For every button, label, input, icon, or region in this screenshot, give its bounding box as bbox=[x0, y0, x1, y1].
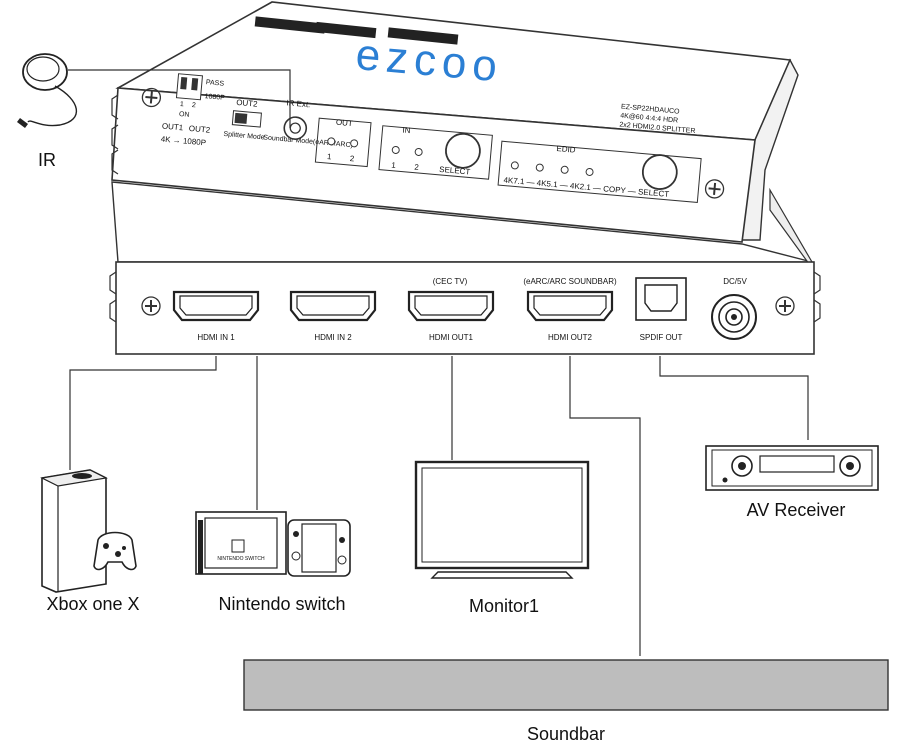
soundbar-icon bbox=[243, 659, 889, 711]
switch-dock-text: NINTENDO SWITCH bbox=[217, 556, 265, 562]
av-receiver-icon bbox=[705, 445, 879, 491]
in-group-1: 1 bbox=[391, 161, 397, 170]
av-receiver-cable bbox=[659, 356, 809, 440]
ir-ext-label: IR Ext. bbox=[286, 98, 311, 109]
screw-icon bbox=[141, 87, 162, 108]
dip-on-label: ON bbox=[179, 111, 190, 119]
hdmi-out-2-top-label: (eARC/ARC SOUNDBAR) bbox=[523, 277, 617, 286]
scale-label: 4K → 1080P bbox=[160, 134, 206, 147]
ir-ext-jack[interactable] bbox=[283, 116, 308, 140]
out-group-2: 2 bbox=[349, 154, 355, 163]
mode-switch[interactable] bbox=[231, 110, 262, 128]
splitter-rear-unit bbox=[109, 181, 821, 355]
out-group-title: OUT bbox=[336, 118, 354, 128]
switch-label: Nintendo switch bbox=[218, 594, 345, 614]
dip-pass-label: PASS bbox=[206, 79, 225, 88]
xbox-controller-icon bbox=[93, 531, 137, 571]
dip-1080p-label: 1080P bbox=[204, 93, 225, 102]
hdmi-out-2-label: HDMI OUT2 bbox=[548, 333, 593, 342]
hdmi-out-1-label: HDMI OUT1 bbox=[429, 333, 474, 342]
out1-label: OUT1 bbox=[162, 122, 185, 133]
nintendo-switch-console-icon bbox=[287, 519, 351, 577]
hdmi-out-1-top-label: (CEC TV) bbox=[433, 277, 468, 286]
xbox-console-icon bbox=[40, 469, 108, 593]
dip-2-label: 2 bbox=[192, 102, 197, 109]
soundbar-label: Soundbar bbox=[527, 724, 605, 744]
hdmi-in-2-label: HDMI IN 2 bbox=[314, 333, 352, 342]
in-group-title: IN bbox=[402, 126, 411, 136]
dip-1-label: 1 bbox=[180, 101, 185, 108]
splitter-mode-label: Splitter Mode bbox=[223, 131, 265, 142]
hdmi-out-1-port[interactable] bbox=[407, 290, 495, 322]
hdmi-in-1-label: HDMI IN 1 bbox=[197, 333, 235, 342]
in-select-label: SELECT bbox=[439, 165, 471, 177]
screw-icon bbox=[704, 179, 725, 199]
input-select-button[interactable] bbox=[445, 132, 482, 169]
in-indicator-group bbox=[378, 125, 493, 180]
xbox-label: Xbox one X bbox=[46, 594, 139, 614]
splitter-top-unit bbox=[111, 1, 799, 243]
edid-group-title: EDID bbox=[556, 144, 576, 155]
edid-indicator-group bbox=[497, 140, 702, 204]
in-group-2: 2 bbox=[414, 163, 420, 172]
spdif-out-label: SPDIF OUT bbox=[640, 333, 683, 342]
soundbar-cable bbox=[569, 356, 641, 656]
monitor-label: Monitor1 bbox=[469, 596, 539, 616]
edid-select-button[interactable] bbox=[641, 154, 678, 191]
mode-out2-label: OUT2 bbox=[236, 98, 259, 109]
dip-switch[interactable] bbox=[175, 73, 204, 101]
hdmi-in-2-port[interactable] bbox=[289, 290, 377, 322]
screw-icon bbox=[775, 296, 795, 316]
connection-cables bbox=[68, 69, 809, 656]
ir-label: IR bbox=[38, 150, 56, 170]
out-group-1: 1 bbox=[327, 152, 333, 161]
monitor-icon bbox=[414, 460, 590, 579]
dc-5v-label: DC/5V bbox=[723, 277, 747, 286]
ir-receiver-icon bbox=[17, 53, 78, 128]
out-indicator-group bbox=[314, 117, 372, 168]
hdmi-in-1-port[interactable] bbox=[172, 290, 260, 322]
nintendo-switch-dock-icon bbox=[195, 511, 287, 575]
dc-power-jack[interactable] bbox=[711, 294, 757, 340]
xbox-cable bbox=[69, 356, 217, 470]
hdmi-out-2-port[interactable] bbox=[526, 290, 614, 322]
av-receiver-label: AV Receiver bbox=[747, 500, 846, 520]
out2-label: OUT2 bbox=[188, 124, 211, 135]
spdif-out-port[interactable] bbox=[635, 277, 687, 321]
ir-cable bbox=[68, 69, 291, 128]
screw-icon bbox=[141, 296, 161, 316]
